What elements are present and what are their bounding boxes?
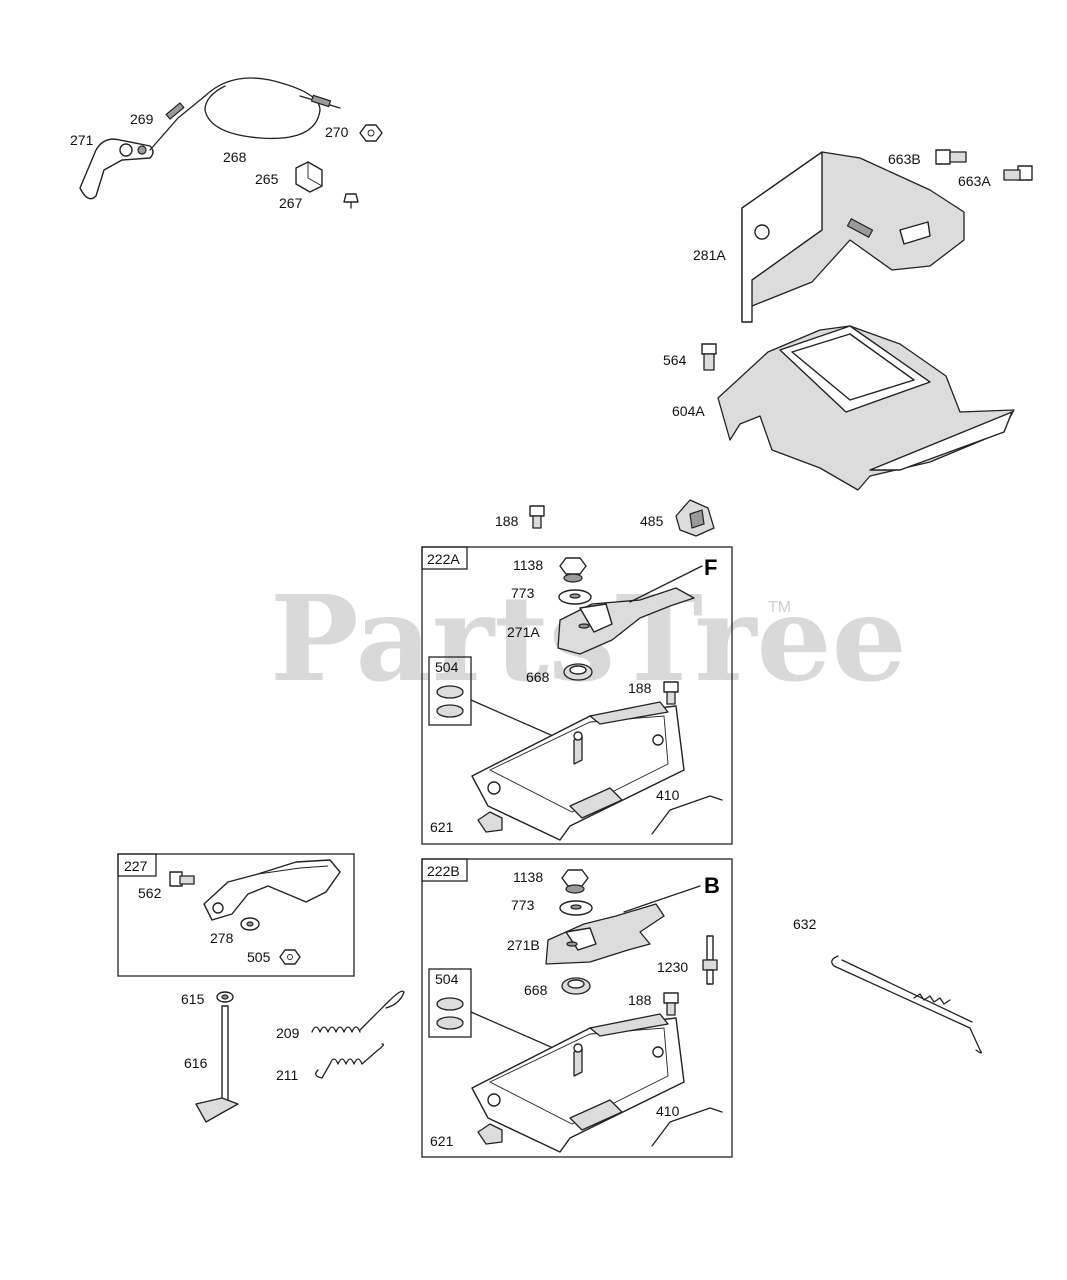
nut-270	[359, 124, 383, 142]
group-222B-letter: B	[704, 873, 720, 898]
callout-270: 270	[325, 124, 349, 140]
spring-211	[315, 1043, 384, 1079]
screw-267	[343, 193, 359, 209]
shroud-281A	[741, 151, 965, 323]
group-222A: 222A F 1138 773 271A 668 188	[421, 546, 733, 845]
washer-504-a2	[436, 704, 464, 718]
nut-1138-b	[561, 869, 589, 894]
callout-604A: 604A	[672, 403, 705, 419]
rod-410-b	[651, 1107, 723, 1147]
group-227-label: 227	[124, 858, 148, 874]
shaft-616	[195, 1005, 239, 1123]
stud-1230	[702, 935, 718, 985]
callout-621-a: 621	[430, 819, 454, 835]
callout-773-b: 773	[511, 897, 535, 913]
bolt-188-b	[663, 992, 679, 1016]
callout-615: 615	[181, 991, 205, 1007]
governor-lever-271A	[557, 587, 695, 655]
callout-564: 564	[663, 352, 687, 368]
callout-1230: 1230	[657, 959, 688, 975]
callout-410-b: 410	[656, 1103, 680, 1119]
callout-269: 269	[130, 111, 154, 127]
washer-773-a	[558, 589, 592, 605]
spacer-668-a	[563, 663, 593, 681]
throttle-lever-271	[79, 138, 154, 200]
shroud-604A	[717, 325, 1015, 491]
callout-410-a: 410	[656, 787, 680, 803]
bolt-562	[169, 871, 195, 887]
callout-188-top: 188	[495, 513, 519, 529]
cable-clamp-265	[295, 161, 323, 193]
bolt-188-a	[663, 681, 679, 705]
control-bracket-227	[203, 859, 341, 921]
clip-621-b	[477, 1123, 503, 1145]
callout-278: 278	[210, 930, 234, 946]
washer-278	[240, 917, 260, 931]
callout-265: 265	[255, 171, 279, 187]
group-222B-frame	[421, 858, 733, 1158]
group-222A-label: 222A	[427, 551, 460, 567]
callout-663A: 663A	[958, 173, 991, 189]
spring-209	[311, 990, 405, 1033]
callout-271: 271	[70, 132, 94, 148]
callout-209: 209	[276, 1025, 300, 1041]
group-222B-tag	[421, 858, 468, 882]
callout-485: 485	[640, 513, 664, 529]
group-222B-504-box	[428, 968, 472, 1038]
callout-773-a: 773	[511, 585, 535, 601]
bolt-663A	[1003, 165, 1033, 181]
callout-668-a: 668	[526, 669, 550, 685]
callout-1138-b: 1138	[513, 869, 543, 885]
group-227-frame	[117, 853, 355, 977]
nut-1138-a	[559, 557, 587, 583]
callout-188-b: 188	[628, 992, 652, 1008]
bolt-188-top	[529, 505, 545, 529]
group-222A-tag	[421, 546, 468, 570]
callout-632: 632	[793, 916, 817, 932]
callout-668-b: 668	[524, 982, 548, 998]
callout-562: 562	[138, 885, 162, 901]
washer-504-b1	[436, 997, 464, 1011]
link-632	[831, 955, 982, 1054]
washer-773-b	[559, 900, 593, 916]
callout-505: 505	[247, 949, 271, 965]
washer-615	[216, 991, 234, 1003]
group-222A-letter: F	[704, 555, 717, 580]
group-222B-label: 222B	[427, 863, 460, 879]
bolt-663B	[935, 149, 967, 165]
group-227: 227 562 278 505	[117, 853, 355, 977]
callout-188-a: 188	[628, 680, 652, 696]
bracket-222B	[471, 1013, 685, 1153]
callout-663B: 663B	[888, 151, 921, 167]
cable-268	[149, 77, 341, 151]
callout-281A: 281A	[693, 247, 726, 263]
callout-271B: 271B	[507, 937, 540, 953]
callout-621-b: 621	[430, 1133, 454, 1149]
rod-410-a	[651, 795, 723, 835]
callout-616: 616	[184, 1055, 208, 1071]
washer-504-b2	[436, 1016, 464, 1030]
washer-504-a1	[436, 685, 464, 699]
group-222A-504-box	[428, 656, 472, 726]
group-222A-frame	[421, 546, 733, 845]
governor-lever-271B	[545, 903, 665, 965]
callout-504-b: 504	[435, 971, 459, 987]
callout-504-a: 504	[435, 659, 459, 675]
nut-505	[279, 949, 301, 965]
watermark-trademark: TM	[768, 599, 791, 616]
group-227-tag	[117, 853, 157, 877]
bracket-222A	[471, 701, 685, 841]
callout-271A: 271A	[507, 624, 540, 640]
callout-267: 267	[279, 195, 303, 211]
callout-268: 268	[223, 149, 247, 165]
clip-621-a	[477, 811, 503, 833]
group-222B: 222B B 1138 773 271B 1230 668	[421, 858, 733, 1158]
callout-1138-a: 1138	[513, 557, 543, 573]
callout-211: 211	[276, 1067, 299, 1083]
clip-485	[675, 499, 715, 537]
spacer-668-b	[561, 977, 591, 995]
bolt-564	[701, 343, 717, 371]
